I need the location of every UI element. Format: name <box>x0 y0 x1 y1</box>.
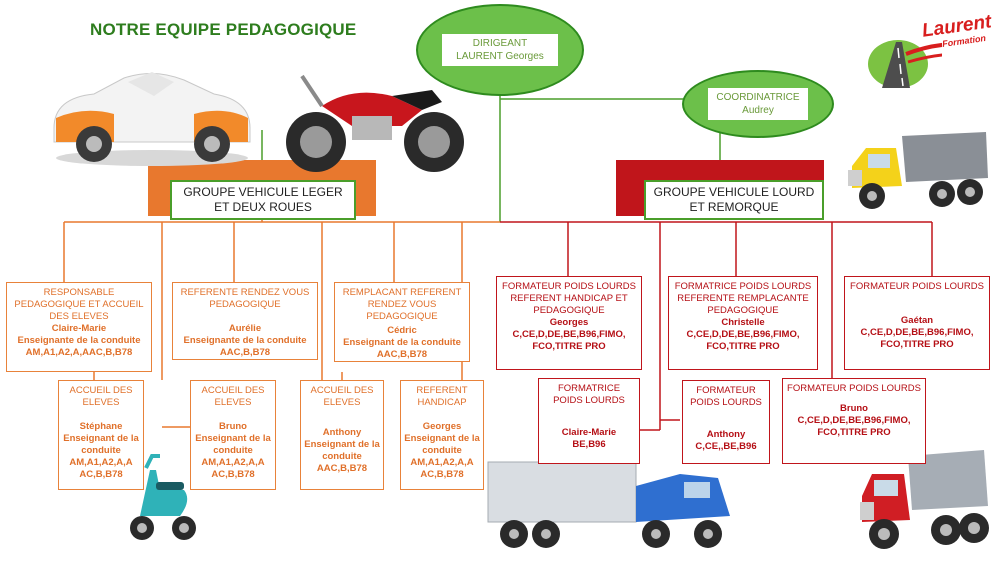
staff-name: Christelle <box>721 317 765 328</box>
red-dump-truck-illustration <box>860 450 989 549</box>
staff-name: Aurélie <box>228 323 262 334</box>
staff-name: Georges <box>422 421 462 432</box>
staff-role: FORMATEUR POIDS LOURDS <box>850 281 984 292</box>
staff-role: REMPLACANT REFERENT RENDEZ VOUS PEDAGOGI… <box>342 287 462 322</box>
staff-box-light: ACCUEIL DES ELEVES Anthony Enseignant de… <box>300 380 384 490</box>
staff-qualifications: C,CE,,BE,B96 <box>695 441 757 452</box>
staff-role: RESPONSABLE PEDAGOGIQUE ET ACCUEIL DES E… <box>14 287 144 322</box>
staff-qualifications: Enseignant de la conduite AM,A1,A2,A,A A… <box>195 433 271 480</box>
staff-role: FORMATEUR POIDS LOURDS <box>690 385 762 408</box>
staff-box-heavy: FORMATRICE POIDS LOURDS Claire-Marie BE,… <box>538 378 640 464</box>
heavy-group-label: GROUPE VEHICULE LOURD ET REMORQUE <box>644 180 824 220</box>
staff-box-heavy: FORMATEUR POIDS LOURDS Anthony C,CE,,BE,… <box>682 380 770 464</box>
staff-name: Stéphane <box>79 421 123 432</box>
coordinator-role: COORDINATRICE <box>716 92 800 103</box>
staff-box-light: REFERENT HANDICAP Georges Enseignant de … <box>400 380 484 490</box>
staff-name: Bruno <box>840 403 868 414</box>
staff-qualifications: Enseignant de la conduite AAC,B,B78 <box>343 337 461 360</box>
staff-qualifications: BE,B96 <box>572 439 606 450</box>
staff-qualifications: Enseignant de la conduite AM,A1,A2,A,A A… <box>63 433 139 480</box>
director-label: DIRIGEANT LAURENT Georges <box>442 34 558 66</box>
motorcycle-illustration <box>286 74 464 172</box>
dump-truck-illustration <box>848 132 988 209</box>
staff-role: REFERENTE RENDEZ VOUS PEDAGOGIQUE <box>180 287 310 310</box>
light-group-label: GROUPE VEHICULE LEGER ET DEUX ROUES <box>170 180 356 220</box>
director-role: DIRIGEANT <box>472 38 528 49</box>
scooter-illustration <box>130 454 196 540</box>
staff-qualifications: C,CE,D,DE,BE,B96,FIMO, FCO,TITRE PRO <box>797 415 911 438</box>
staff-name: Claire-Marie <box>51 323 107 334</box>
director-oval: DIRIGEANT LAURENT Georges <box>416 4 584 96</box>
semi-truck-illustration <box>487 461 730 548</box>
staff-box-light: REMPLACANT REFERENT RENDEZ VOUS PEDAGOGI… <box>334 282 470 362</box>
staff-box-heavy: FORMATRICE POIDS LOURDS REFERENTE REMPLA… <box>668 276 818 370</box>
staff-role: ACCUEIL DES ELEVES <box>310 385 374 408</box>
car-illustration <box>53 72 251 166</box>
staff-name: Georges <box>549 317 589 328</box>
staff-qualifications: C,CE,D,DE,BE,B96,FIMO, FCO,TITRE PRO <box>512 329 626 352</box>
staff-box-heavy: FORMATEUR POIDS LOURDS REFERENT HANDICAP… <box>496 276 642 370</box>
staff-qualifications: Enseignante de la conduite AAC,B,B78 <box>183 335 307 358</box>
staff-box-heavy: FORMATEUR POIDS LOURDS Gaétan C,CE,D,DE,… <box>844 276 990 370</box>
staff-role: FORMATRICE POIDS LOURDS REFERENTE REMPLA… <box>674 281 812 316</box>
staff-role: ACCUEIL DES ELEVES <box>201 385 265 408</box>
staff-qualifications: Enseignante de la conduite AM,A1,A2,A,AA… <box>17 335 141 358</box>
staff-role: ACCUEIL DES ELEVES <box>69 385 133 408</box>
staff-qualifications: C,CE,D,DE,BE,B96,FIMO, FCO,TITRE PRO <box>686 329 800 352</box>
company-logo: Laurent Formation <box>862 11 993 94</box>
staff-box-light: ACCUEIL DES ELEVES Stéphane Enseignant d… <box>58 380 144 490</box>
staff-name: Bruno <box>219 421 247 432</box>
coordinator-oval: COORDINATRICE Audrey <box>682 70 834 138</box>
staff-qualifications: Enseignant de la conduite AM,A1,A2,A,A A… <box>404 433 480 480</box>
staff-name: Anthony <box>322 427 362 438</box>
staff-name: Claire-Marie <box>561 427 617 438</box>
staff-role: FORMATEUR POIDS LOURDS REFERENT HANDICAP… <box>502 281 636 316</box>
staff-role: FORMATRICE POIDS LOURDS <box>553 383 625 406</box>
page-title: NOTRE EQUIPE PEDAGOGIQUE <box>90 20 357 39</box>
staff-box-light: REFERENTE RENDEZ VOUS PEDAGOGIQUE Auréli… <box>172 282 318 360</box>
road-logo-icon <box>868 40 961 88</box>
director-name: LAURENT Georges <box>456 51 544 62</box>
coordinator-label: COORDINATRICE Audrey <box>708 88 808 120</box>
staff-box-light: ACCUEIL DES ELEVES Bruno Enseignant de l… <box>190 380 276 490</box>
staff-name: Gaétan <box>900 315 934 326</box>
staff-qualifications: Enseignant de la conduite AAC,B,B78 <box>304 439 380 474</box>
coordinator-name: Audrey <box>742 105 774 116</box>
staff-qualifications: C,CE,D,DE,BE,B96,FIMO, FCO,TITRE PRO <box>860 327 974 350</box>
staff-role: REFERENT HANDICAP <box>416 385 468 408</box>
staff-box-heavy: FORMATEUR POIDS LOURDS Bruno C,CE,D,DE,B… <box>782 378 926 464</box>
staff-name: Anthony <box>706 429 746 440</box>
staff-role: FORMATEUR POIDS LOURDS <box>787 383 921 394</box>
staff-name: Cédric <box>387 325 417 336</box>
staff-box-light: RESPONSABLE PEDAGOGIQUE ET ACCUEIL DES E… <box>6 282 152 372</box>
